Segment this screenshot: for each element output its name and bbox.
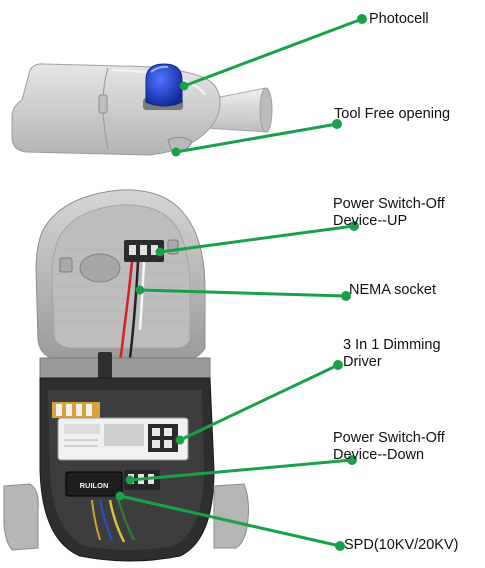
label-switch-down: Power Switch-Off Device--Down bbox=[333, 430, 445, 464]
label-switch-up-line2: Device--UP bbox=[333, 213, 408, 229]
terminal-block bbox=[52, 402, 100, 418]
label-switch-down-line2: Device--Down bbox=[333, 447, 425, 463]
cover-inner bbox=[51, 204, 191, 349]
leader-spd bbox=[119, 494, 341, 548]
switch-up-block bbox=[124, 240, 164, 262]
spd-icon: RUILON bbox=[65, 471, 123, 497]
label-switch-down-line1: Power Switch-Off bbox=[333, 430, 445, 446]
opened-luminaire: RUILON bbox=[3, 189, 249, 562]
label-spd-text: SPD(10KV/20KV) bbox=[344, 537, 459, 553]
label-switch-up: Power Switch-Off Device--UP bbox=[333, 196, 445, 230]
label-tool-free-text: Tool Free opening bbox=[334, 106, 451, 122]
label-dimming: 3 In 1 Dimming Driver bbox=[343, 337, 441, 371]
photocell-icon bbox=[143, 63, 183, 110]
bracket-left bbox=[3, 483, 39, 551]
label-tool-free: Tool Free opening bbox=[334, 106, 450, 123]
leader-switch-down bbox=[129, 458, 353, 482]
leader-lines bbox=[115, 14, 367, 551]
spd-brand: RUILON bbox=[80, 481, 109, 490]
dimming-driver-icon bbox=[57, 417, 189, 461]
label-photocell: Photocell bbox=[369, 11, 429, 28]
closed-luminaire bbox=[11, 63, 273, 156]
leader-photocell bbox=[183, 17, 363, 88]
label-nema-text: NEMA socket bbox=[349, 282, 437, 298]
label-photocell-text: Photocell bbox=[369, 11, 429, 27]
label-switch-up-line1: Power Switch-Off bbox=[333, 196, 445, 212]
leader-dimming bbox=[179, 363, 339, 442]
leader-switch-up bbox=[159, 224, 355, 254]
bracket-right bbox=[213, 483, 249, 549]
leader-tool-free bbox=[175, 122, 338, 154]
label-nema: NEMA socket bbox=[349, 282, 436, 299]
label-dimming-line2: Driver bbox=[343, 354, 382, 370]
label-dimming-line1: 3 In 1 Dimming bbox=[343, 337, 441, 353]
leader-nema bbox=[139, 288, 347, 298]
label-spd: SPD(10KV/20KV) bbox=[344, 537, 458, 554]
